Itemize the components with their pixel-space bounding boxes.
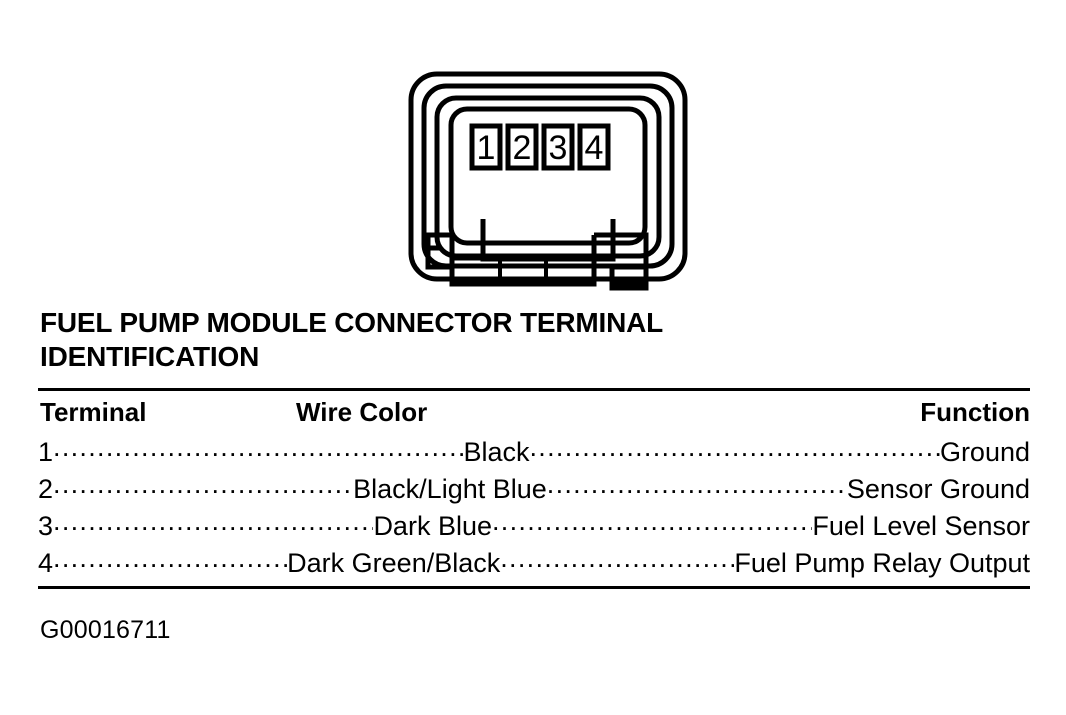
figure-id-label: G00016711 [40, 616, 171, 644]
cell-wire-color: Dark Blue [373, 511, 492, 541]
cell-wire-color: Black/Light Blue [353, 474, 547, 504]
cell-terminal: 1 [38, 437, 54, 467]
dot-leader [492, 508, 812, 535]
cavity-label-4: 4 [585, 129, 604, 167]
dot-leader [53, 434, 463, 461]
table-row: 1 Black Ground [38, 434, 1030, 471]
dot-leader [500, 545, 734, 572]
dot-leader [53, 508, 373, 535]
cell-terminal: 2 [38, 474, 54, 504]
dot-leader [53, 471, 353, 498]
cavity-boxes: 1 2 3 4 [469, 123, 611, 171]
column-header-terminal: Terminal [40, 397, 147, 427]
connector-shell-third [434, 95, 662, 259]
table-body: 1 Black Ground 2 Black/Light Blue Sensor… [38, 431, 1030, 586]
figure-title: FUEL PUMP MODULE CONNECTOR TERMINAL IDEN… [40, 306, 840, 374]
table-row: 3 Dark Blue Fuel Level Sensor [38, 508, 1030, 545]
connector-base-plate [449, 235, 597, 287]
table-header-row: Terminal Wire Color Function [38, 391, 1030, 431]
table-top-rule [38, 388, 1030, 391]
connector-right-ear [594, 232, 649, 287]
cell-function: Sensor Ground [846, 474, 1031, 504]
column-header-wire-color: Wire Color [296, 397, 428, 427]
cavity-label-1: 1 [477, 129, 496, 167]
figure-title-text: FUEL PUMP MODULE CONNECTOR TERMINAL IDEN… [40, 307, 663, 373]
column-header-function: Function [920, 397, 1030, 427]
cavity-box-1: 1 [469, 123, 503, 171]
connector-shell-inner [448, 106, 648, 246]
connector-drawing: 1 2 3 4 [408, 71, 688, 291]
cavity-box-4: 4 [577, 123, 611, 171]
connector-illustration: 1 2 3 4 [398, 62, 698, 292]
cell-wire-color: Dark Green/Black [287, 548, 501, 578]
table-row: 2 Black/Light Blue Sensor Ground [38, 471, 1030, 508]
table-row: 4 Dark Green/Black Fuel Pump Relay Outpu… [38, 545, 1030, 582]
cell-function: Fuel Level Sensor [812, 511, 1031, 541]
cell-function: Fuel Pump Relay Output [734, 548, 1031, 578]
connector-left-ear [425, 232, 452, 270]
dot-leader [530, 434, 940, 461]
cavity-label-3: 3 [549, 129, 568, 167]
connector-shell-second [421, 83, 675, 269]
cavity-label-2: 2 [513, 129, 532, 167]
dot-leader [547, 471, 847, 498]
table-bottom-rule [38, 586, 1030, 589]
cavity-box-3: 3 [541, 123, 575, 171]
connector-right-ear-tab [609, 267, 649, 291]
cell-wire-color: Black [463, 437, 530, 467]
dot-leader [53, 545, 287, 572]
cell-terminal: 3 [38, 511, 54, 541]
cavity-box-2: 2 [505, 123, 539, 171]
terminal-identification-table: Terminal Wire Color Function 1 Black Gro… [38, 388, 1030, 589]
cell-terminal: 4 [38, 548, 54, 578]
cell-function: Ground [939, 437, 1030, 467]
